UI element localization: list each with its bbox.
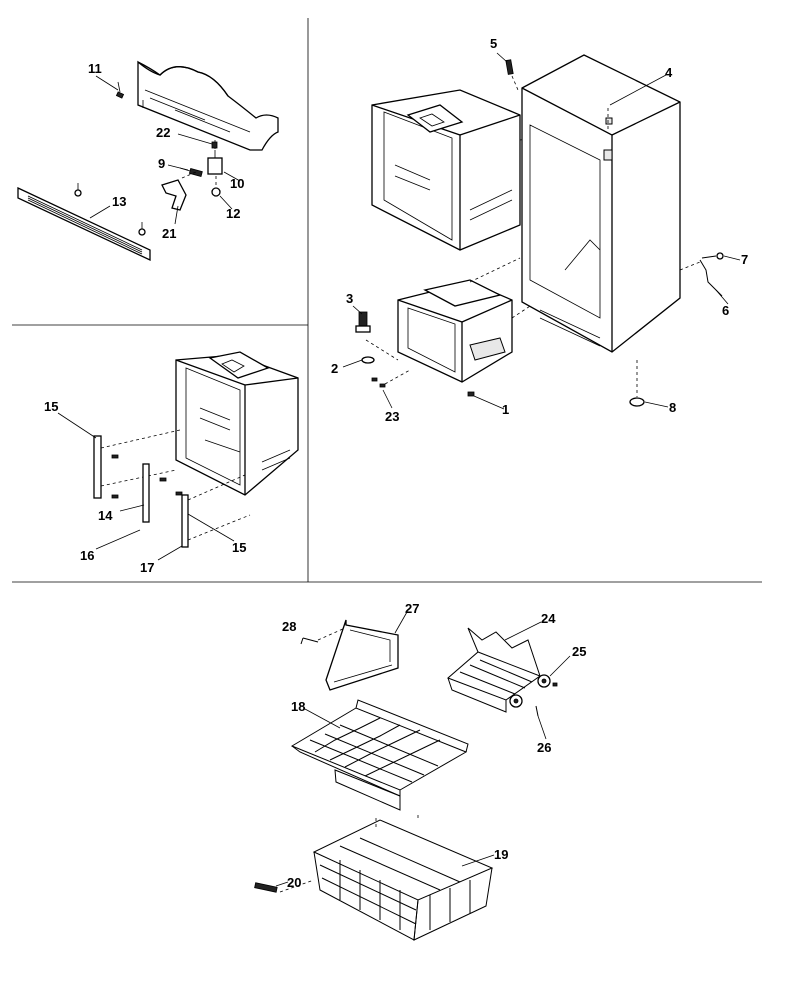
callout-2: 2 xyxy=(331,361,338,376)
part-19-deep-basket xyxy=(312,818,494,941)
rail-screws xyxy=(111,454,183,499)
part-12-nut xyxy=(211,176,221,197)
callout-17: 17 xyxy=(140,560,154,575)
part-23-screws xyxy=(371,369,411,388)
callout-13: 13 xyxy=(112,194,126,209)
part-14-rail-center xyxy=(142,463,150,523)
bottom-left-panel xyxy=(93,351,299,548)
callout-4: 4 xyxy=(665,65,673,80)
callout-12: 12 xyxy=(226,206,240,221)
callout-23: 23 xyxy=(385,409,399,424)
callout-19: 19 xyxy=(494,847,508,862)
callout-5: 5 xyxy=(490,36,497,51)
part-26-wheel xyxy=(509,694,539,717)
part-8-leveler xyxy=(629,360,645,407)
callout-3: 3 xyxy=(346,291,353,306)
leader-lines xyxy=(57,52,741,887)
part-27-shelf xyxy=(317,619,399,691)
cabinet-top-section xyxy=(137,60,279,151)
callout-21: 21 xyxy=(162,226,176,241)
freezer-liner-upper xyxy=(371,89,601,251)
part-22-screw xyxy=(211,141,218,149)
part-11-screw xyxy=(115,81,125,99)
callout-11: 11 xyxy=(88,61,102,76)
part-15-rail-left xyxy=(93,429,181,499)
callout-26: 26 xyxy=(537,740,551,755)
callout-24: 24 xyxy=(541,611,556,626)
callout-8: 8 xyxy=(669,400,676,415)
callout-15-left: 15 xyxy=(44,399,58,414)
callout-20: 20 xyxy=(287,875,301,890)
callout-9: 9 xyxy=(158,156,165,171)
callout-labels: 11 22 9 10 12 13 21 15 14 15 16 17 5 4 3… xyxy=(44,36,748,890)
part-25-wheel xyxy=(537,674,558,688)
callout-6: 6 xyxy=(722,303,729,318)
part-3-fitting xyxy=(355,311,399,361)
callout-28: 28 xyxy=(282,619,296,634)
part-5-screw xyxy=(505,59,519,91)
part-1-screw xyxy=(467,391,475,397)
callout-27: 27 xyxy=(405,601,419,616)
refrigerator-cabinet xyxy=(521,54,681,353)
part-2-washer xyxy=(361,356,375,364)
callout-14: 14 xyxy=(98,508,113,523)
callout-25: 25 xyxy=(572,644,586,659)
freezer-liner-lower xyxy=(397,257,601,383)
callout-7: 7 xyxy=(741,252,748,267)
part-24-wire-shelf xyxy=(447,627,542,713)
part-20-handle xyxy=(254,879,315,893)
part-15-rail-right xyxy=(181,474,251,548)
part-9-screw xyxy=(179,167,203,177)
freezer-liner-left xyxy=(175,351,299,496)
part-6-water-tube xyxy=(679,252,724,297)
part-13-trim-strip xyxy=(17,183,151,262)
part-28-screw xyxy=(300,637,319,645)
top-left-panel xyxy=(17,60,279,262)
part-18-wire-basket xyxy=(290,699,469,818)
bottom-panel xyxy=(254,619,558,941)
callout-1: 1 xyxy=(502,402,509,417)
callout-16: 16 xyxy=(80,548,94,563)
callout-22: 22 xyxy=(156,125,170,140)
top-right-panel xyxy=(355,54,724,407)
callout-18: 18 xyxy=(291,699,305,714)
callout-15-right: 15 xyxy=(232,540,246,555)
panel-dividers xyxy=(12,18,762,583)
part-21-bracket xyxy=(161,171,197,211)
callout-10: 10 xyxy=(230,176,244,191)
